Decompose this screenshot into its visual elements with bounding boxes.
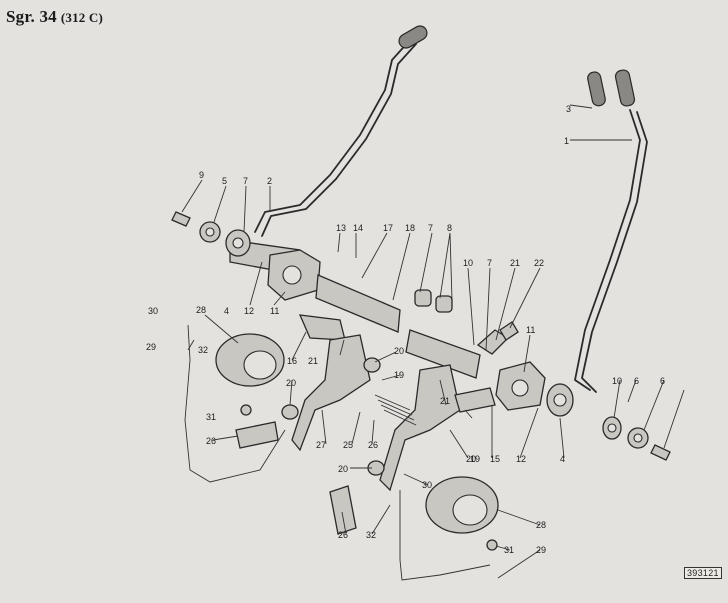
leader-lines: [181, 104, 685, 579]
label-23: 22: [534, 258, 544, 268]
label-25: 26: [368, 440, 378, 450]
label-20-a: 20: [394, 346, 404, 356]
label-20-c: 20: [466, 454, 476, 464]
bushing-8a: [414, 289, 432, 307]
label-22: 21: [510, 258, 520, 268]
title-text: Sgr. 34: [6, 7, 57, 26]
label-6-left: 7: [243, 176, 248, 186]
label-4-left: 4: [224, 306, 229, 316]
shaft-7: [405, 329, 481, 379]
label-30-upper: 30: [148, 306, 158, 316]
label-6-right: 6: [634, 376, 639, 386]
drawing-code: 393121: [684, 567, 722, 579]
label-19-lower: 19: [470, 454, 480, 464]
label-26-lower: 26: [338, 530, 348, 540]
bushing-20a: [281, 404, 299, 420]
label-15: 15: [490, 454, 500, 464]
label-26-upper: 26: [206, 436, 216, 446]
label-8: 8: [447, 223, 452, 233]
label-7-upper: 7: [428, 223, 433, 233]
label-19-upper: 19: [394, 370, 404, 380]
gear-lever-right: [574, 69, 648, 393]
screw-9-left: [171, 211, 191, 227]
part-number-labels: 3 1 2 7 5 9 13 14 17 18 7 8 10 7 21 22 1…: [146, 104, 665, 555]
label-24: 25: [343, 440, 353, 450]
label-20-b: 20: [286, 378, 296, 388]
shift-forks: [291, 314, 496, 492]
shaft-assembly: [171, 211, 671, 461]
label-5-right: 6: [660, 376, 665, 386]
label-14: 14: [353, 223, 363, 233]
pin-26-upper: [235, 421, 279, 449]
label-11-left: 11: [270, 306, 279, 316]
fork-32: [379, 364, 461, 492]
gear-lever-left: [254, 25, 428, 237]
label-2: 2: [267, 176, 272, 186]
washer-31-upper: [240, 404, 252, 416]
label-4-right: 4: [560, 454, 565, 464]
label-32-upper: 32: [198, 345, 208, 355]
lever-knob-left: [398, 25, 428, 49]
diagram-title: Sgr. 34(312 C): [6, 7, 103, 27]
label-20-d: 20: [338, 464, 348, 474]
label-13: 13: [336, 223, 346, 233]
label-3: 3: [566, 104, 571, 114]
label-29-lower: 29: [536, 545, 546, 555]
bushing-20b: [363, 357, 381, 373]
pin-23: [499, 321, 519, 341]
label-29-upper: 29: [146, 342, 156, 352]
label-5-left: 5: [222, 176, 227, 186]
label-18: 18: [405, 223, 415, 233]
label-31-lower: 31: [504, 545, 514, 555]
label-17: 17: [383, 223, 393, 233]
label-32-lower: 32: [366, 530, 376, 540]
release-bearings: [215, 333, 499, 551]
lever-knob-right: [614, 69, 636, 107]
shaft-18: [315, 274, 401, 333]
label-10-upper: 10: [463, 258, 473, 268]
washer-31-lower: [486, 539, 498, 551]
fork-27: [291, 334, 371, 452]
bushing-8b: [435, 295, 453, 313]
label-12-right: 12: [516, 454, 526, 464]
grip-3: [587, 71, 606, 107]
label-9: 9: [199, 170, 204, 180]
label-28-lower: 28: [536, 520, 546, 530]
label-27: 27: [316, 440, 326, 450]
cable-29-upper: [184, 324, 286, 483]
label-21-upper: 21: [308, 356, 318, 366]
pin-26-lower: [329, 485, 357, 535]
block-16: [298, 314, 346, 341]
cables: [184, 324, 491, 581]
label-11-right: 11: [526, 325, 535, 335]
label-21-lower: 21: [440, 396, 450, 406]
cable-29-lower: [399, 490, 491, 581]
label-30-lower: 30: [422, 480, 432, 490]
label-7-right: 7: [487, 258, 492, 268]
block-15: [454, 387, 496, 413]
label-12-left: 12: [244, 306, 254, 316]
label-31-upper: 31: [206, 412, 216, 422]
label-28-upper: 28: [196, 305, 206, 315]
spring-24: [374, 394, 417, 426]
label-1: 1: [564, 136, 569, 146]
subtitle-text: (312 C): [60, 10, 104, 25]
label-16: 16: [287, 356, 297, 366]
label-10-right: 10: [612, 376, 622, 386]
screw-9-right: [650, 444, 671, 461]
